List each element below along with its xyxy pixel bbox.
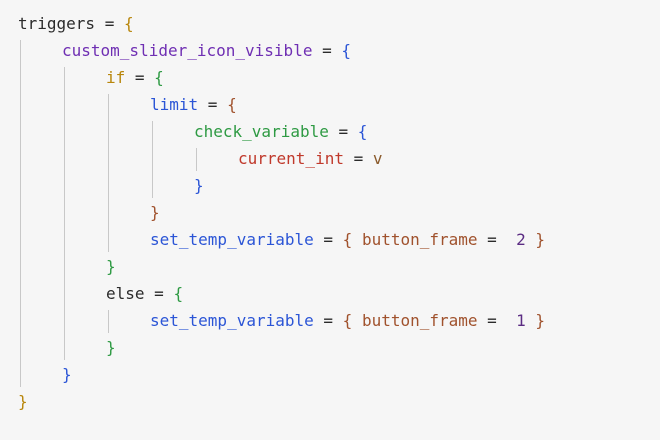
code-token-brace: { bbox=[342, 230, 353, 249]
code-token-brace: } bbox=[106, 338, 116, 357]
code-token-key: triggers bbox=[18, 14, 96, 33]
code-token-key: set_temp_variable bbox=[150, 230, 314, 249]
indent-guide bbox=[152, 121, 153, 198]
code-line: custom_slider_icon_visible = { bbox=[62, 37, 351, 64]
code-token-brace: } bbox=[525, 230, 545, 249]
code-token-brace: } bbox=[18, 392, 28, 411]
code-line: } bbox=[18, 388, 28, 415]
code-token-brace: { bbox=[173, 284, 184, 303]
code-token-brace: { bbox=[341, 41, 351, 60]
code-token-number: 1 bbox=[506, 311, 526, 330]
indent-guide bbox=[20, 40, 21, 387]
code-token-key: set_temp_variable bbox=[150, 311, 314, 330]
code-token-brace: } bbox=[150, 203, 160, 222]
code-token-key: current_int bbox=[238, 149, 344, 168]
code-token-eq: = bbox=[198, 95, 228, 114]
code-token-brace: { bbox=[227, 95, 237, 114]
code-token-key: custom_slider_icon_visible bbox=[62, 41, 313, 60]
code-token-key: if bbox=[106, 68, 126, 87]
code-line: current_int = v bbox=[238, 145, 383, 172]
code-token-key: button_frame bbox=[352, 230, 478, 249]
code-token-key: else bbox=[106, 284, 145, 303]
code-token-brace: { bbox=[123, 14, 134, 33]
code-token-eq: = bbox=[144, 284, 174, 303]
code-line: } bbox=[150, 199, 160, 226]
code-line: } bbox=[194, 172, 204, 199]
code-line: } bbox=[62, 361, 72, 388]
code-token-eq: = bbox=[477, 311, 507, 330]
code-token-key: check_variable bbox=[194, 122, 329, 141]
code-token-brace: } bbox=[194, 176, 204, 195]
code-token-key: limit bbox=[150, 95, 199, 114]
code-line: triggers = { bbox=[18, 10, 134, 37]
code-line: } bbox=[106, 334, 116, 361]
code-token-brace: } bbox=[106, 257, 116, 276]
code-line: if = { bbox=[106, 64, 164, 91]
code-token-eq: = bbox=[313, 230, 343, 249]
code-token-brace: { bbox=[357, 122, 368, 141]
code-token-brace: } bbox=[62, 365, 72, 384]
code-token-brace: } bbox=[525, 311, 545, 330]
code-token-value: v bbox=[372, 149, 383, 168]
code-token-brace: { bbox=[342, 311, 353, 330]
indent-guide bbox=[196, 148, 197, 171]
code-token-eq: = bbox=[343, 149, 373, 168]
code-line: check_variable = { bbox=[194, 118, 367, 145]
code-line: set_temp_variable = { button_frame = 2 } bbox=[150, 226, 545, 253]
indent-guide bbox=[64, 67, 65, 360]
code-token-brace: { bbox=[154, 68, 164, 87]
code-line: } bbox=[106, 253, 116, 280]
code-token-eq: = bbox=[125, 68, 155, 87]
code-line: set_temp_variable = { button_frame = 1 } bbox=[150, 307, 545, 334]
code-token-number: 2 bbox=[506, 230, 526, 249]
indent-guide bbox=[108, 94, 109, 252]
code-token-key: button_frame bbox=[352, 311, 478, 330]
code-token-eq: = bbox=[95, 14, 124, 33]
code-token-eq: = bbox=[313, 311, 343, 330]
indent-guide bbox=[108, 310, 109, 333]
code-token-eq: = bbox=[328, 122, 358, 141]
code-token-eq: = bbox=[312, 41, 342, 60]
code-line: else = { bbox=[106, 280, 183, 307]
code-line: limit = { bbox=[150, 91, 237, 118]
code-token-eq: = bbox=[477, 230, 507, 249]
